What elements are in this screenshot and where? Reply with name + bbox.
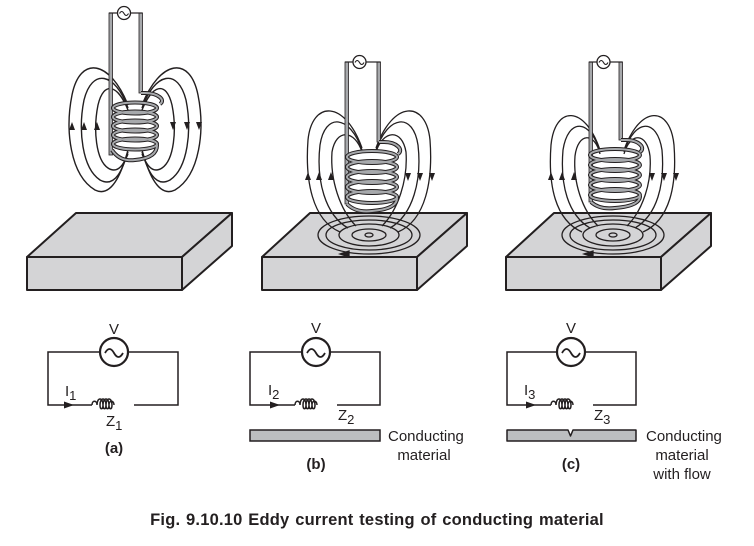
probe-lead-wires [588, 61, 623, 203]
circuit-wire [330, 351, 381, 406]
panel-tag: (a) [105, 440, 123, 457]
material-label: Conducting [388, 428, 464, 445]
circuit-wire [585, 351, 637, 406]
current-arrow-icon [64, 401, 74, 409]
ac-source-icon [555, 336, 587, 368]
conducting-material-plate [249, 429, 381, 442]
voltage-label: V [566, 320, 576, 337]
ac-source-icon [98, 336, 130, 368]
voltage-label: V [109, 321, 119, 338]
probe-coil [345, 140, 403, 214]
field-direction-arrows [305, 172, 435, 181]
panel-tag: (c) [562, 456, 580, 473]
eddy-current-rings-b [317, 215, 421, 258]
inductor-coil-icon [550, 398, 574, 410]
panel-tag: (b) [306, 456, 325, 473]
material-label: material [397, 447, 450, 464]
panel-c-probe [548, 54, 679, 233]
current-arrow-icon [270, 401, 280, 409]
probe-lead-wires [344, 61, 381, 205]
conducting-material-plate-with-flaw [506, 429, 637, 442]
test-slab-a [26, 212, 233, 291]
circuit-a: V I1 Z1 (a) [47, 321, 179, 457]
circuit-b: V I2 Z2 Conducting material (b) [249, 320, 464, 473]
circuit-c: V I3 Z3 Conducting material with flow (c… [506, 320, 722, 483]
panel-b-probe [305, 54, 435, 233]
magnetic-field-lines [306, 110, 432, 233]
current-label: I1 [65, 383, 76, 403]
probe-coil [110, 91, 164, 163]
ac-source-icon [596, 54, 611, 70]
material-label: Conducting [646, 428, 722, 445]
ac-source-icon [352, 54, 367, 70]
circuit-wire [128, 351, 179, 406]
test-slab-b [261, 212, 468, 291]
field-direction-arrows [69, 122, 202, 130]
impedance-label: Z1 [106, 413, 122, 433]
voltage-label: V [311, 320, 321, 337]
field-direction-arrows [548, 172, 679, 181]
figure-caption: Fig. 9.10.10 Eddy current testing of con… [150, 511, 604, 529]
inductor-coil-icon [294, 398, 318, 410]
ac-source-icon [116, 5, 132, 21]
current-label: I2 [268, 382, 279, 402]
probe-lead-wires [108, 12, 143, 156]
eddy-current-rings-c [561, 215, 665, 258]
impedance-label: Z2 [338, 407, 354, 427]
impedance-label: Z3 [594, 407, 610, 427]
current-label: I3 [524, 382, 535, 402]
panel-a-probe [68, 5, 202, 193]
material-label: material [655, 447, 708, 464]
probe-coil [588, 138, 645, 211]
inductor-coil-icon [91, 398, 115, 410]
ac-source-icon [300, 336, 332, 368]
current-arrow-icon [526, 401, 536, 409]
material-label: with flow [652, 466, 711, 483]
